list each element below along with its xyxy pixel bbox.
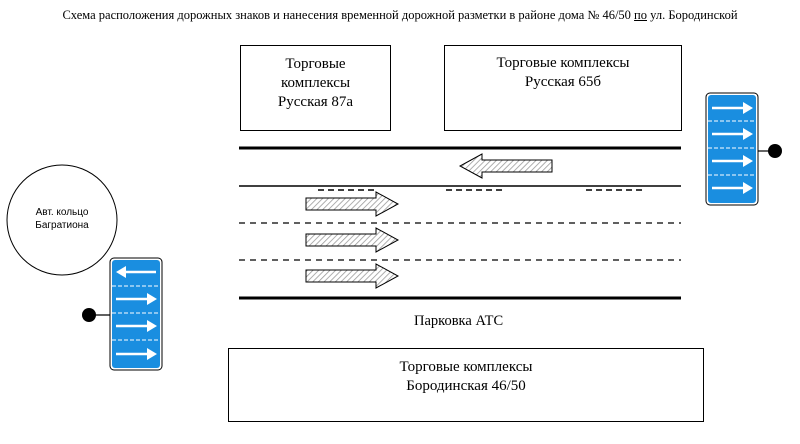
- sign-post-dot: [768, 144, 782, 158]
- diagram-title: Схема расположения дорожных знаков и нан…: [0, 8, 800, 23]
- lane-sign-left: [82, 257, 163, 371]
- building-label-line: комплексы: [280, 75, 351, 91]
- road-arrow-left: [458, 153, 553, 179]
- building-label-line: Русская 65б: [524, 74, 602, 90]
- road-arrow-right: [305, 227, 400, 253]
- building-label-line: Торговые комплексы: [399, 359, 533, 375]
- building-bottom: Торговые комплексы Бородинская 46/50: [228, 348, 704, 422]
- roundabout-label: Авт. кольцо Багратиона: [20, 206, 104, 232]
- roundabout-label-line: Авт. кольцо: [35, 207, 89, 218]
- parking-label: Парковка АТС: [414, 313, 504, 329]
- road-arrow-right: [305, 191, 400, 217]
- road-arrow-right: [305, 263, 400, 289]
- roundabout-label-line: Багратиона: [35, 220, 89, 231]
- building-top-left: Торговые комплексы Русская 87а: [240, 45, 391, 131]
- building-label-line: Русская 87а: [277, 94, 354, 110]
- arrow-right-icon: [712, 128, 753, 140]
- building-label-line: Торговые: [285, 56, 346, 72]
- arrow-right-icon: [712, 102, 753, 114]
- title-text: Схема расположения дорожных знаков и нан…: [62, 8, 635, 22]
- arrow-right-icon: [712, 155, 753, 167]
- arrow-left-icon: [116, 266, 156, 278]
- sign-post-dot: [82, 308, 96, 322]
- building-top-right: Торговые комплексы Русская 65б: [444, 45, 682, 131]
- arrow-right-icon: [116, 293, 157, 305]
- building-label-line: Бородинская 46/50: [406, 378, 526, 394]
- roundabout-circle: [6, 164, 118, 276]
- arrow-right-icon: [116, 348, 157, 360]
- lane-sign-right: [705, 92, 782, 206]
- title-underlined-word: по: [634, 8, 647, 22]
- building-label-line: Торговые комплексы: [496, 55, 630, 71]
- arrow-right-icon: [116, 320, 157, 332]
- title-text-end: ул. Бородинской: [647, 8, 738, 22]
- arrow-right-icon: [712, 182, 753, 194]
